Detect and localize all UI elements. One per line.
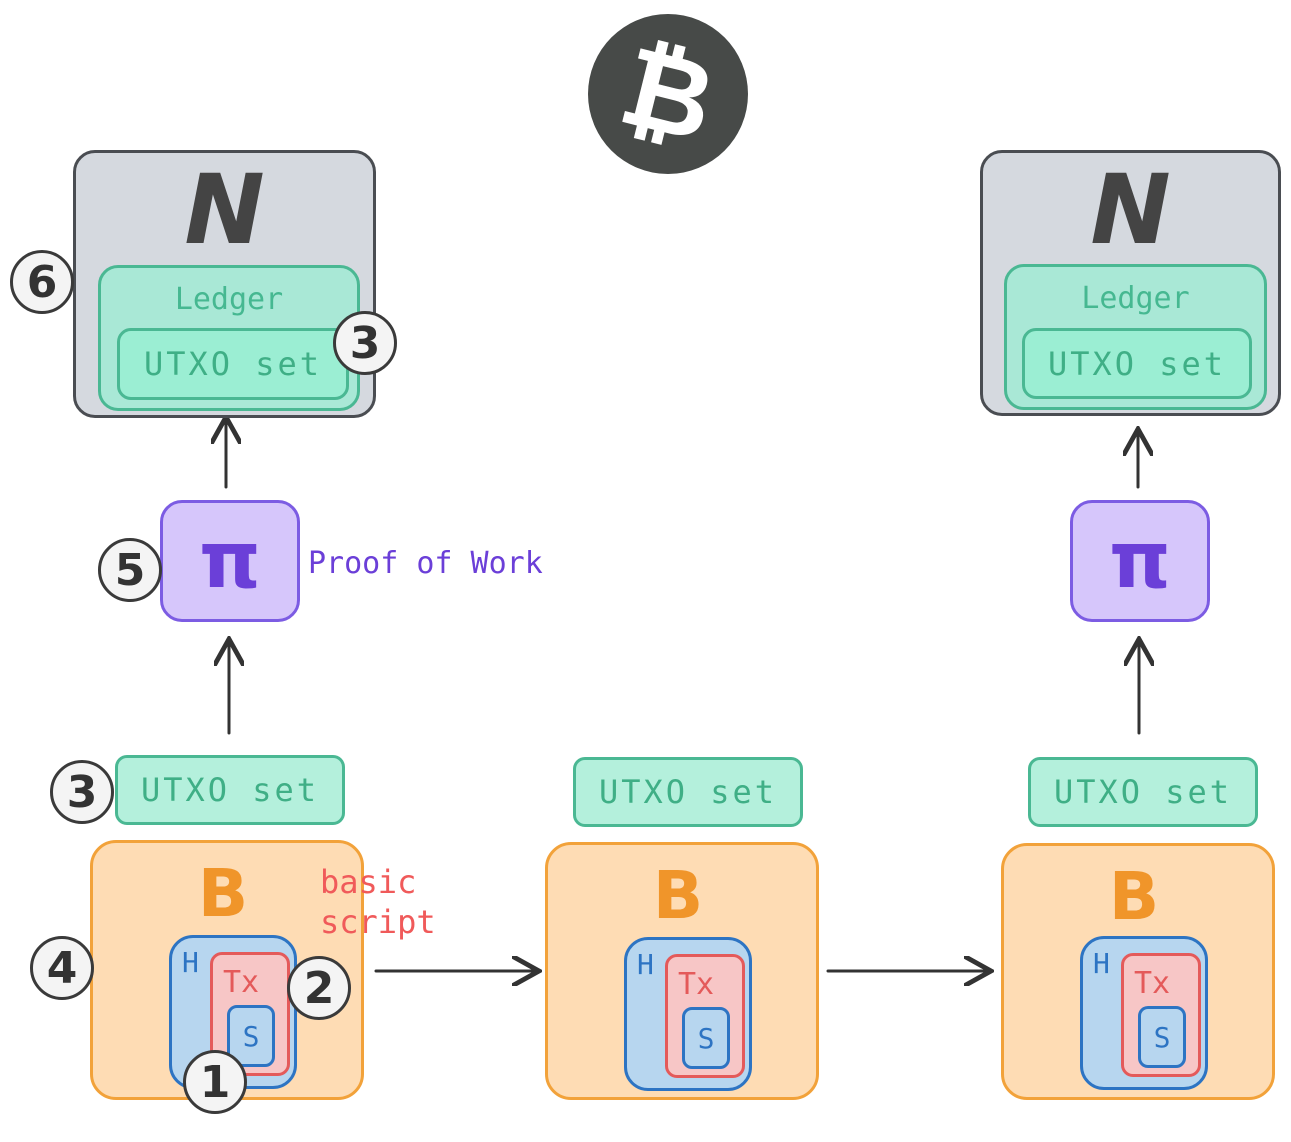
basic-script-annotation: basic script — [320, 862, 436, 942]
node-1-label: N — [184, 154, 265, 266]
node-1-utxo-set: UTXO set — [117, 328, 349, 400]
node-2: N Ledger UTXO set — [980, 150, 1281, 416]
marker-2: 2 — [287, 956, 351, 1020]
marker-5: 5 — [98, 538, 162, 602]
block-1-label: B — [197, 854, 249, 932]
basic-script-line-2: script — [320, 903, 436, 941]
basic-script-line-1: basic — [320, 863, 417, 901]
block-2: B H Tx S — [545, 842, 819, 1100]
block-2-tx-label: Tx — [678, 967, 715, 1002]
proof-pi-1: π — [160, 500, 300, 622]
ledger-1: Ledger UTXO set — [98, 265, 360, 411]
block-2-header: H Tx S — [624, 937, 752, 1091]
ledger-2-label: Ledger — [1081, 281, 1190, 316]
block-2-tx: Tx S — [665, 954, 745, 1078]
block-3-script: S — [1138, 1006, 1186, 1068]
ledger-1-label: Ledger — [174, 282, 284, 317]
node-2-utxo-set: UTXO set — [1022, 328, 1252, 399]
block-1-tx-label: Tx — [223, 965, 260, 1000]
block-2-script: S — [682, 1007, 730, 1069]
ledger-2: Ledger UTXO set — [1004, 264, 1267, 410]
utxo-set-2: UTXO set — [573, 757, 803, 827]
marker-6: 6 — [10, 250, 74, 314]
proof-of-work-label: Proof of Work — [308, 546, 543, 581]
block-3-header: H Tx S — [1080, 936, 1208, 1090]
block-2-header-label: H — [637, 948, 654, 981]
utxo-set-1: UTXO set — [115, 755, 345, 825]
marker-3-utxo: 3 — [50, 760, 114, 824]
utxo-set-3: UTXO set — [1028, 757, 1258, 827]
bitcoin-logo: ₿ — [588, 14, 748, 174]
marker-1: 1 — [183, 1050, 247, 1114]
block-3-label: B — [1108, 857, 1160, 935]
marker-4: 4 — [30, 936, 94, 1000]
block-2-label: B — [652, 856, 704, 934]
proof-pi-2: π — [1070, 500, 1210, 622]
block-1: B H Tx S — [90, 840, 364, 1100]
block-3-tx: Tx S — [1121, 953, 1201, 1077]
node-2-label: N — [1090, 154, 1171, 266]
block-3-tx-label: Tx — [1134, 966, 1171, 1001]
marker-3-ledger: 3 — [333, 311, 397, 375]
block-3: B H Tx S — [1001, 843, 1275, 1100]
node-1: N Ledger UTXO set — [73, 150, 376, 418]
block-1-header-label: H — [182, 946, 199, 979]
block-3-header-label: H — [1093, 947, 1110, 980]
